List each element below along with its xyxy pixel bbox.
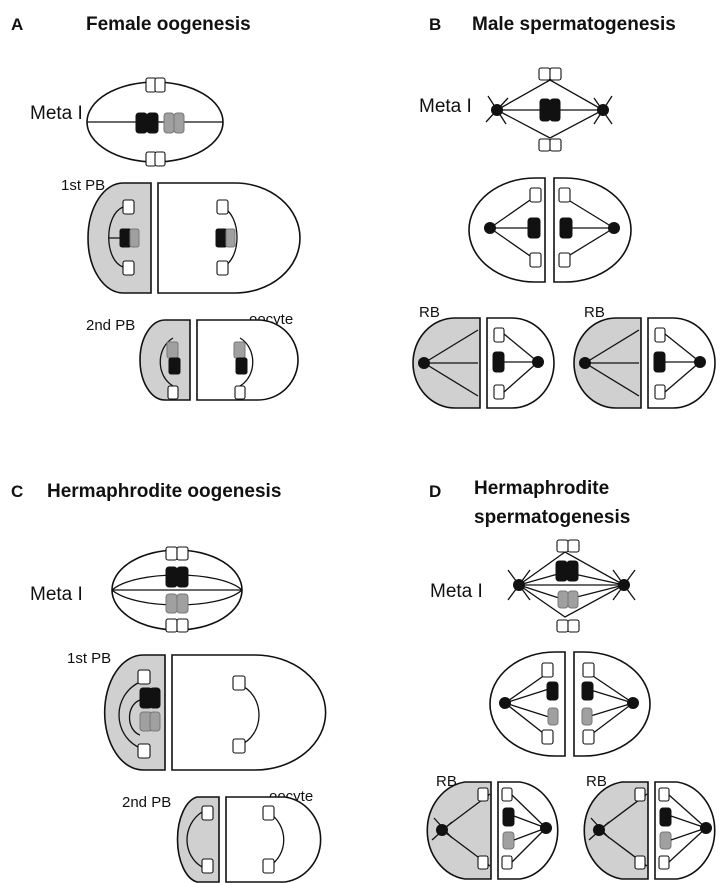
panel-a-letter: A: [11, 15, 23, 34]
panel-b: B Male spermatogenesis Meta I: [413, 14, 715, 408]
panel-c-meta-i-cell: Meta I: [30, 547, 242, 632]
panel-a-title: Female oogenesis: [86, 14, 251, 35]
panel-d-residual-body-left: RB: [427, 773, 557, 879]
panel-d-meta-i-cell: Meta I: [430, 540, 635, 632]
panel-c-first-division: 1st PB: [67, 650, 326, 770]
panel-c-letter: C: [11, 482, 23, 501]
panel-c-meta-i-label: Meta I: [30, 584, 83, 605]
panel-b-first-division: [469, 178, 631, 282]
panel-b-residual-body-left: RB: [413, 304, 554, 408]
panel-c-second-division: 2nd PB oocyte: [122, 788, 321, 882]
panel-b-meta-i-label: Meta I: [419, 96, 472, 117]
panel-d-residual-body-right: RB: [584, 773, 714, 879]
panel-a: A Female oogenesis Meta I 1st: [11, 14, 300, 400]
panel-b-meta-i-cell: Meta I: [419, 68, 612, 151]
panel-c-first-pb-label: 1st PB: [67, 650, 111, 667]
chromosome-black: [136, 113, 158, 133]
panel-c: C Hermaphrodite oogenesis Meta I 1st PB: [11, 481, 326, 882]
panel-a-second-division: 2nd PB oocyte: [86, 311, 298, 400]
panel-d-meta-i-label: Meta I: [430, 581, 483, 602]
panel-c-second-pb-label: 2nd PB: [122, 794, 171, 811]
panel-d-title-line1: Hermaphrodite: [474, 478, 609, 499]
panel-d: D Hermaphrodite spermatogenesis Meta I: [427, 478, 714, 879]
panel-b-title: Male spermatogenesis: [472, 14, 676, 35]
panel-b-letter: B: [429, 15, 441, 34]
chromosome-grey: [164, 113, 184, 133]
panel-b-rb-right-label: RB: [584, 304, 605, 321]
panel-d-letter: D: [429, 482, 441, 501]
panel-a-first-division: 1st PB: [61, 177, 300, 293]
panel-a-second-pb-label: 2nd PB: [86, 317, 135, 334]
panel-b-rb-left-label: RB: [419, 304, 440, 321]
panel-c-title: Hermaphrodite oogenesis: [47, 481, 281, 502]
panel-a-first-pb-label: 1st PB: [61, 177, 105, 194]
panel-a-meta-i-label: Meta I: [30, 103, 83, 124]
panel-d-title-line2: spermatogenesis: [474, 507, 630, 528]
panel-d-rb-right-label: RB: [586, 773, 607, 790]
panel-a-meta-i-cell: Meta I: [30, 78, 223, 166]
panel-d-first-division: [490, 652, 650, 756]
panel-b-residual-body-right: RB: [574, 304, 715, 408]
